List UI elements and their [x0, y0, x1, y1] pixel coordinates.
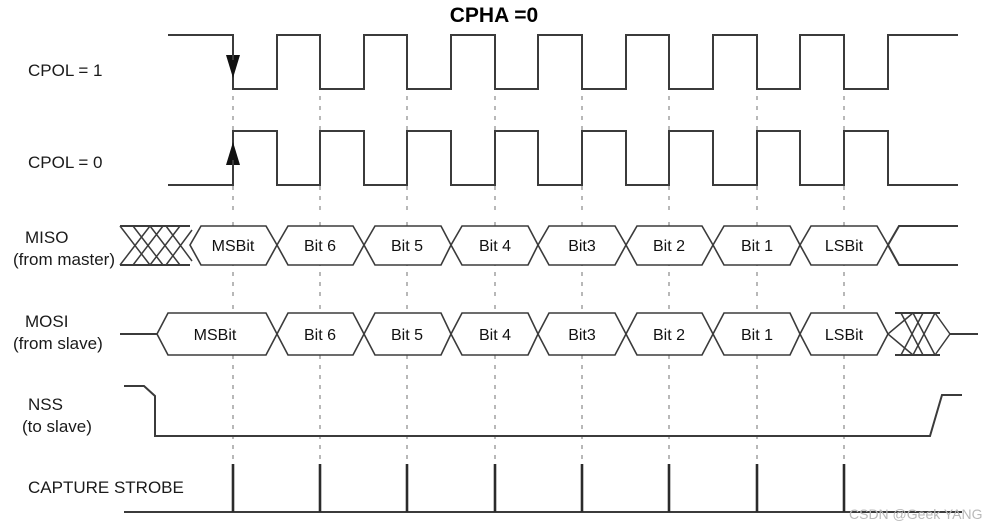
row-label-cpol0: CPOL = 0	[28, 153, 103, 172]
mosi-bit-label: MSBit	[194, 327, 237, 344]
miso-bit-cell: Bit3	[537, 225, 627, 266]
miso-bit-label: Bit3	[568, 238, 596, 255]
miso-bit-cell: LSBit	[799, 225, 889, 266]
mosi-bit-label: LSBit	[825, 327, 864, 344]
miso-bit-cell: Bit 5	[363, 225, 452, 266]
falling-edge-arrow-icon	[226, 55, 240, 78]
mosi-bit-cell: Bit 5	[363, 312, 452, 356]
row-label-capture-strobe: CAPTURE STROBE	[28, 478, 184, 497]
mosi-bit-cell: MSBit	[156, 312, 278, 356]
row-sublabel-mosi: (from slave)	[13, 334, 103, 353]
row-label-cpol1: CPOL = 1	[28, 61, 103, 80]
miso-bit-label: Bit 4	[479, 238, 511, 255]
mosi-bit-cell: Bit 2	[625, 312, 714, 356]
mosi-bit-label: Bit3	[568, 327, 596, 344]
miso-bit-cell: Bit 6	[276, 225, 365, 266]
miso-bit-label: Bit 1	[741, 238, 773, 255]
mosi-bit-label: Bit 6	[304, 327, 336, 344]
miso-hatched-lead	[119, 225, 193, 266]
watermark: CSDN @Geek YANG	[849, 506, 983, 522]
mosi-bit-cell: Bit 4	[450, 312, 539, 356]
mosi-bit-label: Bit 2	[653, 327, 685, 344]
row-label-mosi: MOSI	[25, 312, 68, 331]
rising-edge-arrow-icon	[226, 142, 240, 165]
waveform-cpol0	[168, 130, 958, 186]
row-label-miso: MISO	[25, 228, 68, 247]
mosi-hatched-trail	[887, 312, 978, 356]
mosi-bit-cells: MSBit Bit 6 Bit 5 Bit 4 Bit3 Bit 2	[156, 312, 889, 356]
mosi-bit-label: Bit 4	[479, 327, 511, 344]
miso-trailing-segment-lower	[887, 244, 958, 266]
capture-strobe-ticks	[231, 464, 846, 512]
miso-bit-cell: MSBit	[189, 225, 278, 266]
miso-bit-cell: Bit 2	[625, 225, 714, 266]
miso-bit-label: Bit 6	[304, 238, 336, 255]
row-sublabel-nss: (to slave)	[22, 417, 92, 436]
miso-trailing-segment	[887, 225, 958, 246]
miso-bit-cell: Bit 1	[712, 225, 801, 266]
mosi-bit-cell: Bit 1	[712, 312, 801, 356]
row-label-nss: NSS	[28, 395, 63, 414]
mosi-bit-cell: Bit 6	[276, 312, 365, 356]
waveform-cpol1	[168, 34, 958, 90]
miso-bit-label: Bit 2	[653, 238, 685, 255]
mosi-bit-cell: Bit3	[537, 312, 627, 356]
diagram-title: CPHA =0	[450, 4, 539, 27]
mosi-bit-cell: LSBit	[799, 312, 889, 356]
miso-bit-cell: Bit 4	[450, 225, 539, 266]
row-sublabel-miso: (from master)	[13, 250, 115, 269]
miso-bit-label: Bit 5	[391, 238, 423, 255]
miso-bit-label: LSBit	[825, 238, 864, 255]
mosi-bit-label: Bit 1	[741, 327, 773, 344]
waveform-nss	[124, 385, 962, 437]
mosi-bit-label: Bit 5	[391, 327, 423, 344]
miso-bit-label: MSBit	[212, 238, 255, 255]
miso-bit-cells: MSBit Bit 6 Bit 5 Bit 4 Bit3 Bit 2	[189, 225, 889, 266]
